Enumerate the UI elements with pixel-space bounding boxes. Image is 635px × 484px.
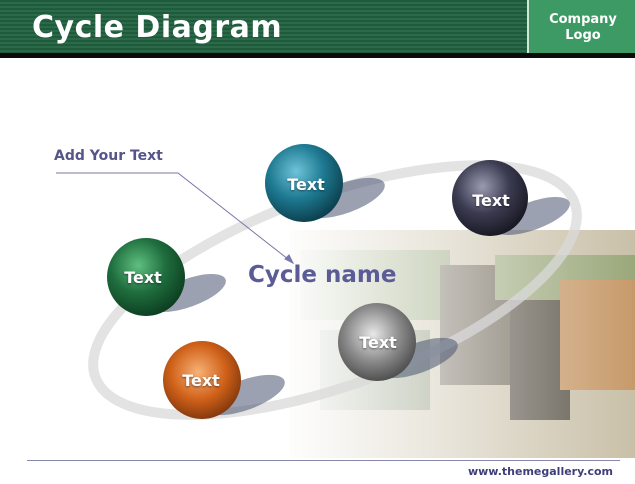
node-label: Text [124,268,162,287]
callout-connector [56,172,295,265]
callout-text: Add Your Text [54,148,163,164]
page-title: Cycle Diagram [32,10,283,45]
company-logo: Company Logo [527,0,635,53]
logo-text: Company Logo [549,12,617,43]
node-orb-top [265,144,343,222]
background-photo [280,200,635,458]
header-divider [0,53,635,58]
node-label: Text [359,333,397,352]
node-orb-center [338,303,416,381]
cycle-diagram [56,144,635,458]
node-label: Text [182,371,220,390]
node-label: Text [472,191,510,210]
footer-url[interactable]: www.themegallery.com [467,465,613,478]
cycle-name: Cycle name [248,262,397,288]
node-orb-top-right [452,160,528,236]
node-orb-left [107,238,185,316]
footer-divider [27,460,620,461]
node-orb-bottom [163,341,241,419]
node-label: Text [287,175,325,194]
